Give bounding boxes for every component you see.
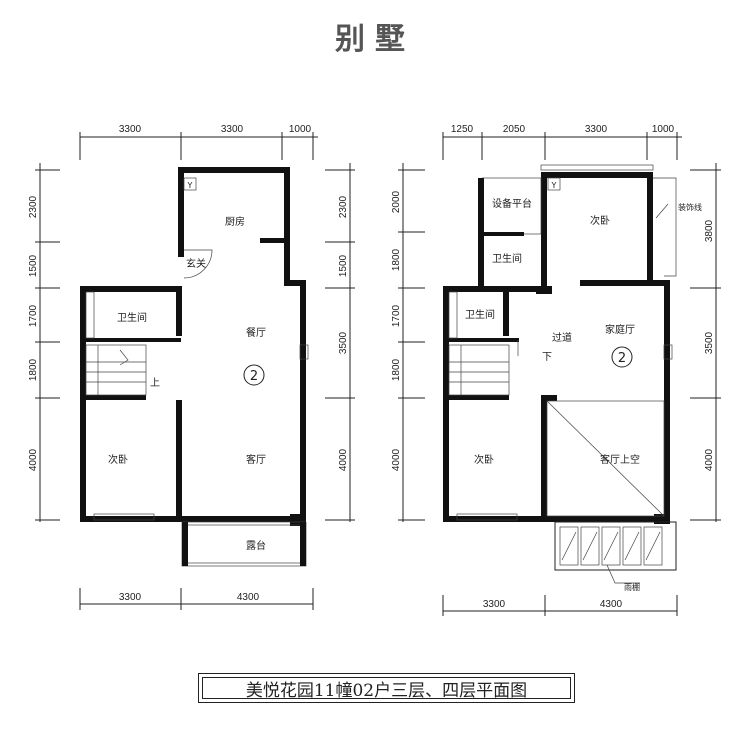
appliance xyxy=(299,344,309,360)
stair-up-label: 上 xyxy=(150,377,160,389)
floor-number: 2 xyxy=(250,369,258,384)
right-right-dimensions: 3800 3500 4000 xyxy=(690,163,721,522)
washbasin xyxy=(448,291,458,339)
page-title: 别墅 xyxy=(335,22,415,57)
dim-label: 1250 xyxy=(451,124,474,135)
right-bottom-dimensions: 3300 4300 xyxy=(442,595,678,616)
meter-label: Y xyxy=(187,181,193,190)
stair-down-label: 下 xyxy=(542,352,552,363)
room-equipment: 设备平台 xyxy=(492,197,532,210)
dim-label: 3300 xyxy=(119,592,142,603)
room-bedroom2: 次卧 xyxy=(474,453,494,466)
left-bottom-dimensions: 3300 4300 xyxy=(79,588,314,610)
meter-label: Y xyxy=(551,181,557,190)
decor-line xyxy=(653,177,677,277)
plan-caption: 美悦花园11幢02户三层、四层平面图 xyxy=(198,673,575,703)
room-dining: 餐厅 xyxy=(246,326,266,339)
staircase xyxy=(85,344,147,396)
dim-label: 4000 xyxy=(391,448,402,471)
canopy-pointer xyxy=(606,564,640,584)
dim-label: 4000 xyxy=(704,448,715,471)
canopy-label: 雨棚 xyxy=(624,582,640,592)
dim-label: 2300 xyxy=(28,195,39,218)
left-fixtures: Y 2 xyxy=(85,177,309,521)
dim-label: 1800 xyxy=(391,248,402,271)
dim-label: 4300 xyxy=(600,599,623,610)
dim-label: 1500 xyxy=(338,254,349,277)
window xyxy=(456,513,518,521)
room-bedroom1: 次卧 xyxy=(590,214,610,227)
window xyxy=(93,513,155,521)
dim-label: 3300 xyxy=(585,124,608,135)
staircase xyxy=(448,340,519,396)
left-walls xyxy=(80,167,307,567)
dim-label: 4000 xyxy=(28,448,39,471)
dim-label: 1000 xyxy=(289,124,312,135)
right-left-dimensions: 2000 1800 1700 1800 4000 xyxy=(391,163,425,522)
dim-label: 3500 xyxy=(338,331,349,354)
room-living: 客厅 xyxy=(246,453,266,466)
dim-label: 2050 xyxy=(503,124,526,135)
dim-label: 4300 xyxy=(237,592,260,603)
right-walls xyxy=(443,164,670,524)
dim-label: 2000 xyxy=(391,190,402,213)
dim-label: 1000 xyxy=(652,124,675,135)
room-kitchen: 厨房 xyxy=(225,215,245,228)
room-entry: 玄关 xyxy=(186,257,206,270)
room-void: 客厅上空 xyxy=(600,453,640,466)
meter-box xyxy=(183,177,197,191)
canopy xyxy=(554,521,677,584)
decor-pointer xyxy=(655,203,669,219)
void-cross xyxy=(546,400,665,517)
left-right-dimensions: 2300 1500 3500 4000 xyxy=(325,163,355,522)
room-bath2: 卫生间 xyxy=(465,308,495,321)
left-side-dimensions: 2300 1500 1700 1800 4000 xyxy=(28,163,60,522)
room-corridor: 过道 xyxy=(552,331,572,344)
washbasin xyxy=(85,291,95,339)
dim-label: 3500 xyxy=(704,331,715,354)
floor-number: 2 xyxy=(618,351,626,366)
room-terrace: 露台 xyxy=(246,539,266,552)
dim-label: 1700 xyxy=(28,304,39,327)
room-family: 家庭厅 xyxy=(605,323,635,336)
floor-marker xyxy=(243,364,265,386)
dim-label: 1500 xyxy=(28,254,39,277)
left-top-dimensions: 3300 3300 1000 xyxy=(79,124,318,160)
dim-label: 1700 xyxy=(391,304,402,327)
dim-label: 3300 xyxy=(119,124,142,135)
dim-label: 4000 xyxy=(338,448,349,471)
room-bedroom: 次卧 xyxy=(108,453,128,466)
floor-marker xyxy=(611,346,633,368)
right-top-dimensions: 1250 2050 3300 1000 xyxy=(442,124,682,160)
dim-label: 1800 xyxy=(28,358,39,381)
left-plan: 3300 3300 1000 3300 4300 2300 1500 1700 … xyxy=(28,124,355,610)
dim-label: 3300 xyxy=(483,599,506,610)
right-plan: 1250 2050 3300 1000 3300 4300 2000 1800 … xyxy=(391,124,721,616)
dim-label: 2300 xyxy=(338,195,349,218)
dim-label: 3800 xyxy=(704,219,715,242)
dim-label: 1800 xyxy=(391,358,402,381)
meter-box xyxy=(547,177,561,191)
decor-label: 装饰线 xyxy=(678,202,702,212)
right-fixtures: Y xyxy=(448,177,677,584)
room-bath1: 卫生间 xyxy=(492,252,522,265)
appliance xyxy=(663,344,673,360)
dim-label: 3300 xyxy=(221,124,244,135)
door-swing xyxy=(183,249,213,279)
room-bath: 卫生间 xyxy=(117,311,147,324)
